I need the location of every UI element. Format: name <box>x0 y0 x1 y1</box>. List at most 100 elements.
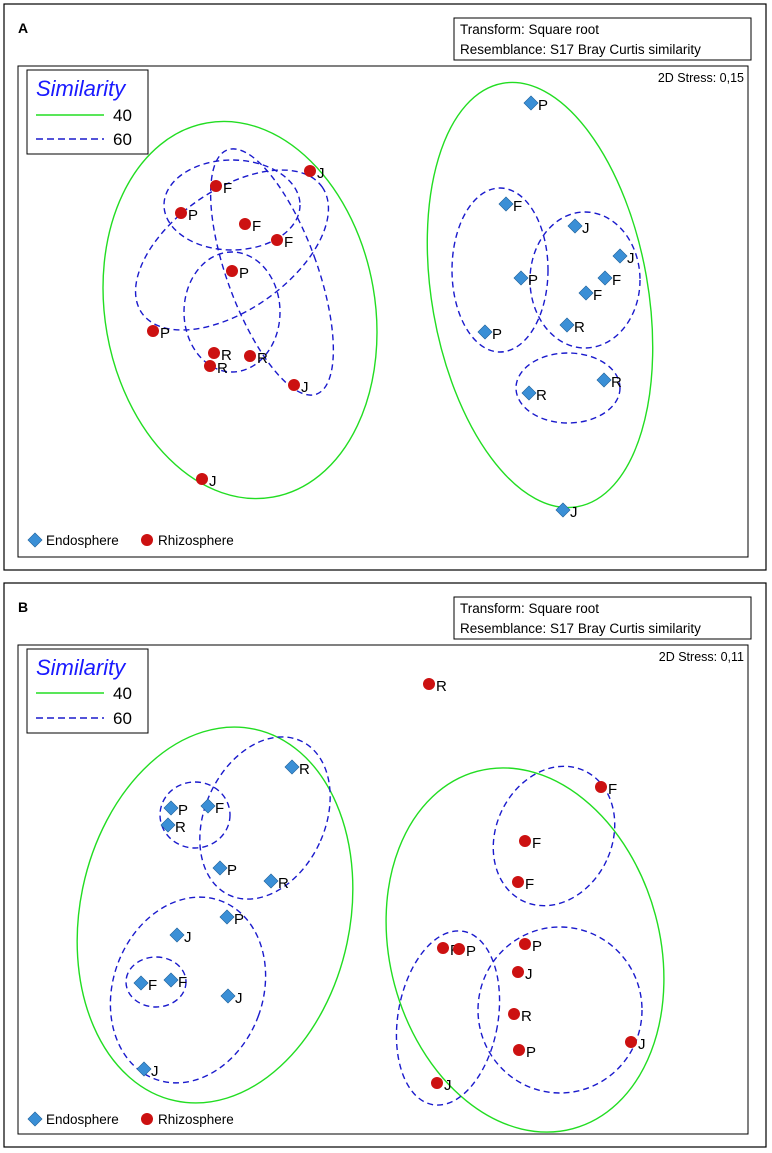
endosphere-marker <box>578 285 594 301</box>
data-point: R <box>160 817 186 836</box>
cluster-60-0-3 <box>134 169 330 331</box>
data-point: J <box>431 1077 452 1094</box>
point-label: F <box>284 234 293 251</box>
endosphere-marker <box>567 218 583 234</box>
rhizosphere-marker <box>304 165 316 177</box>
endosphere-marker <box>163 800 179 816</box>
point-label: P <box>538 97 548 114</box>
point-label: P <box>492 326 502 343</box>
panel-a-rhizosphere-marker <box>141 534 153 546</box>
data-point: P <box>513 1044 536 1061</box>
rhizosphere-marker <box>431 1077 443 1089</box>
endosphere-marker <box>263 873 279 889</box>
panel-b-sim60-label: 60 <box>113 709 132 728</box>
point-label: R <box>521 1008 532 1025</box>
data-point: P <box>519 938 542 955</box>
panel-b-frame <box>3 582 767 1148</box>
panel-a-clusters <box>102 81 654 509</box>
panel-b-points: RPFRPRPJFFJJRFFFRPPJRPJJ <box>133 678 646 1094</box>
endosphere-marker <box>596 372 612 388</box>
cluster-60-0-8 <box>515 352 621 424</box>
endosphere-marker <box>523 95 539 111</box>
rhizosphere-marker <box>625 1036 637 1048</box>
point-label: F <box>148 977 157 994</box>
endosphere-marker <box>219 909 235 925</box>
data-point: P <box>147 325 170 342</box>
cluster-60-1-4 <box>109 896 267 1084</box>
endosphere-marker <box>136 1061 152 1077</box>
data-point: J <box>288 379 309 396</box>
cluster-60-0-5 <box>209 148 335 396</box>
point-label: R <box>257 350 268 367</box>
panel-a-similarity-title: Similarity <box>36 76 127 101</box>
cluster-40-1-1 <box>385 767 665 1133</box>
rhizosphere-marker <box>271 234 283 246</box>
endosphere-marker <box>220 988 236 1004</box>
point-label: F <box>513 198 522 215</box>
point-label: P <box>160 325 170 342</box>
point-label: J <box>582 220 590 237</box>
panel-b-group-legend: Endosphere Rhizosphere <box>27 1111 234 1127</box>
point-label: F <box>593 287 602 304</box>
point-label: F <box>178 974 187 991</box>
panel-b-resemblance: Resemblance: S17 Bray Curtis similarity <box>460 621 701 636</box>
panel-b: B Transform: Square root Resemblance: S1… <box>3 582 767 1148</box>
cluster-40-1-0 <box>76 726 354 1104</box>
rhizosphere-marker <box>147 325 159 337</box>
panel-a-group-legend: Endosphere Rhizosphere <box>27 532 234 548</box>
cluster-60-0-7 <box>529 211 641 349</box>
cluster-60-1-5 <box>125 956 187 1008</box>
endosphere-marker <box>612 248 628 264</box>
rhizosphere-marker <box>423 678 435 690</box>
data-point: F <box>163 972 187 991</box>
point-label: R <box>436 678 447 695</box>
data-point: J <box>136 1061 159 1080</box>
rhizosphere-marker <box>512 966 524 978</box>
data-point: P <box>477 324 502 343</box>
data-point: R <box>204 360 228 377</box>
panel-a-transform: Transform: Square root <box>460 22 599 37</box>
point-label: F <box>252 218 261 235</box>
panel-a-frame <box>3 3 767 571</box>
data-point: R <box>244 350 268 367</box>
rhizosphere-marker <box>226 265 238 277</box>
rhizosphere-marker <box>508 1008 520 1020</box>
panel-b-rhizosphere-label: Rhizosphere <box>158 1112 234 1127</box>
panel-a-letter: A <box>18 20 28 36</box>
data-point: F <box>519 835 541 852</box>
data-point: J <box>169 927 192 946</box>
data-point: R <box>559 317 585 336</box>
point-label: P <box>528 272 538 289</box>
panel-b-stress: 2D Stress: 0,11 <box>659 650 744 664</box>
data-point: P <box>175 207 198 224</box>
cluster-60-0-6 <box>451 187 549 353</box>
data-point: R <box>596 372 622 391</box>
cluster-60-1-7 <box>477 926 643 1094</box>
rhizosphere-marker <box>208 347 220 359</box>
point-label: J <box>638 1036 646 1053</box>
panel-b-sim40-label: 40 <box>113 684 132 703</box>
point-label: J <box>235 990 243 1007</box>
panel-b-plot-area <box>17 644 749 1135</box>
rhizosphere-marker <box>175 207 187 219</box>
point-label: F <box>525 876 534 893</box>
point-label: P <box>526 1044 536 1061</box>
endosphere-marker <box>133 975 149 991</box>
endosphere-marker <box>597 270 613 286</box>
panel-a-rhizosphere-label: Rhizosphere <box>158 533 234 548</box>
data-point: R <box>521 385 547 404</box>
panel-a-endosphere-label: Endosphere <box>46 533 119 548</box>
cluster-40-0-1 <box>426 81 654 509</box>
point-label: J <box>317 165 325 182</box>
point-label: J <box>209 473 217 490</box>
data-point: F <box>271 234 293 251</box>
data-point: J <box>612 248 635 267</box>
rhizosphere-marker <box>512 876 524 888</box>
point-label: R <box>574 319 585 336</box>
point-label: J <box>444 1077 452 1094</box>
endosphere-marker <box>212 860 228 876</box>
cluster-60-1-2 <box>159 781 231 849</box>
panel-a-plot-area <box>17 65 749 558</box>
point-label: P <box>227 862 237 879</box>
